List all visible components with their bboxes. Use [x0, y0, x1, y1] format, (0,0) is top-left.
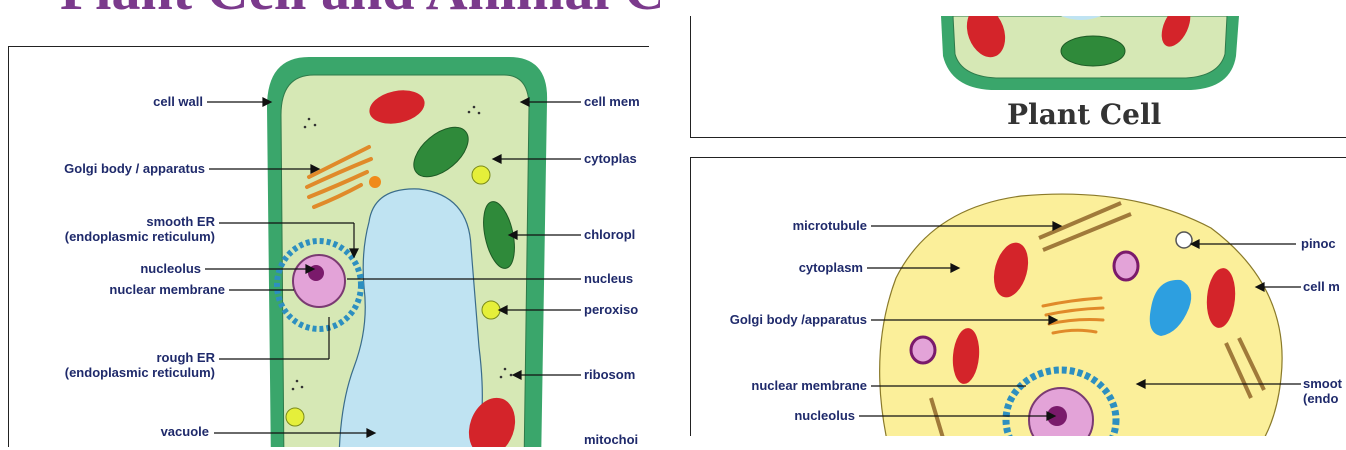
- label-cell-wall: cell wall: [129, 95, 203, 109]
- label-smooth-er-sub: (endoplasmic reticulum): [9, 230, 215, 244]
- label-animal-nuclear-membrane: nuclear membrane: [711, 379, 867, 393]
- label-nuclear-membrane: nuclear membrane: [49, 283, 225, 297]
- plant-golgi-vesicle: [369, 176, 381, 188]
- animal-pinocytic-vesicle: [1176, 232, 1192, 248]
- label-ribosome: ribosom: [584, 368, 635, 382]
- plant-peroxisome-2: [482, 301, 500, 319]
- animal-lysosome-1: [1114, 252, 1138, 280]
- label-peroxisome: peroxiso: [584, 303, 638, 317]
- label-smooth-er-animal-sub: (endo: [1303, 392, 1338, 406]
- plant-cell-bottom-chloroplast: [1061, 36, 1125, 66]
- plant-peroxisome-1: [472, 166, 490, 184]
- label-chloroplast: chloropl: [584, 228, 635, 242]
- label-cytoplasm: cytoplas: [584, 152, 637, 166]
- label-rough-er: rough ER: [69, 351, 215, 365]
- label-nucleus: nucleus: [584, 272, 633, 286]
- label-microtubule: microtubule: [731, 219, 867, 233]
- label-animal-nucleolus: nucleolus: [731, 409, 855, 423]
- plant-peroxisome-3: [286, 408, 304, 426]
- diagram-title: Plant Cell and Animal C: [60, 0, 660, 16]
- label-vacuole: vacuole: [109, 425, 209, 439]
- label-cell-membrane: cell mem: [584, 95, 640, 109]
- plant-nucleus: [293, 255, 345, 307]
- label-rough-er-sub: (endoplasmic reticulum): [9, 366, 215, 380]
- plant-cell-caption-panel: Plant Cell: [690, 16, 1346, 138]
- label-mitochondria: mitochoi: [584, 433, 638, 447]
- animal-cell-panel: microtubule cytoplasm Golgi body /appara…: [690, 157, 1346, 436]
- plant-cell-title: Plant Cell: [1007, 98, 1161, 131]
- label-animal-cell-membrane: cell m: [1303, 280, 1340, 294]
- label-nucleolus: nucleolus: [89, 262, 201, 276]
- label-golgi: Golgi body / apparatus: [9, 162, 205, 176]
- animal-cell-diagram: [691, 158, 1346, 436]
- plant-cell-panel: cell wall Golgi body / apparatus smooth …: [8, 46, 649, 447]
- animal-lysosome-2: [911, 337, 935, 363]
- label-pinocytic: pinoc: [1301, 237, 1336, 251]
- plant-cell-diagram: [9, 47, 649, 447]
- label-animal-golgi: Golgi body /apparatus: [691, 313, 867, 327]
- label-animal-cytoplasm: cytoplasm: [731, 261, 863, 275]
- label-smooth-er: smooth ER: [69, 215, 215, 229]
- label-smooth-er-animal: smoot: [1303, 377, 1342, 391]
